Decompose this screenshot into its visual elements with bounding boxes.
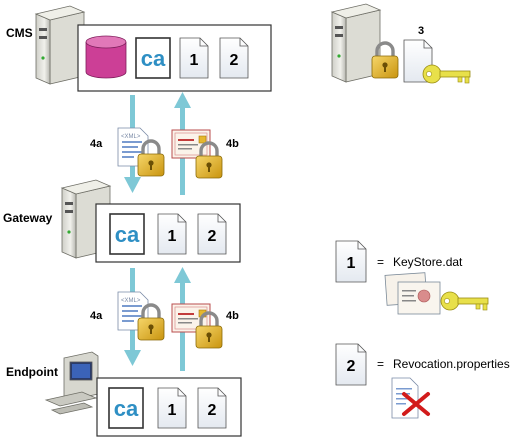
gateway-ca-logo-icon <box>109 213 145 255</box>
cms-doc-1-icon <box>179 37 209 79</box>
cms-doc-2-icon <box>219 37 249 79</box>
endpoint-doc-2-icon <box>197 387 227 429</box>
cms-ca-logo-text: ca <box>141 46 166 71</box>
endpoint-doc-1-number: 1 <box>168 402 177 419</box>
legend-1-name: KeyStore.dat <box>393 255 463 269</box>
revoked-x-icon <box>402 392 430 416</box>
gateway-doc-2-icon <box>197 213 227 255</box>
flow-label-4b-upper: 4b <box>226 138 239 150</box>
endpoint-ca-logo-icon <box>108 387 144 429</box>
keystore-certificates-icon <box>384 272 441 315</box>
xml-tag-upper: <XML> <box>121 134 141 140</box>
legend-2-name: Revocation.properties <box>393 357 510 371</box>
endpoint-doc-2-number: 2 <box>208 402 217 419</box>
cms-ca-logo-icon <box>135 37 171 79</box>
endpoint-computer-icon <box>44 351 99 415</box>
cms-doc-2-number: 2 <box>230 52 239 69</box>
legend-doc-1-icon <box>335 240 367 283</box>
xml-tag-lower: <XML> <box>121 298 141 304</box>
gateway-doc-2-number: 2 <box>208 228 217 245</box>
cms-label: CMS <box>6 26 33 40</box>
lock-icon-xml-lower <box>136 303 166 342</box>
flow-label-4a-lower: 4a <box>90 310 103 322</box>
legend-doc-2-icon <box>335 343 367 386</box>
endpoint-doc-1-icon <box>157 387 187 429</box>
endpoint-ca-logo-text: ca <box>114 396 139 421</box>
gateway-doc-1-icon <box>157 213 187 255</box>
cms-server-icon <box>35 5 85 85</box>
step-3-label: 3 <box>418 25 425 37</box>
keystore-key-icon <box>440 291 489 311</box>
legend-doc-2-number: 2 <box>347 358 356 375</box>
step3-key-icon <box>422 64 471 84</box>
legend-doc-1-number: 1 <box>347 255 356 272</box>
flow-label-4a-upper: 4a <box>90 138 103 150</box>
gateway-ca-logo-text: ca <box>115 222 140 247</box>
lock-icon-xml-upper <box>136 139 166 178</box>
step3-lock-icon <box>370 41 400 80</box>
gateway-label: Gateway <box>3 211 53 225</box>
cms-doc-1-number: 1 <box>190 52 199 69</box>
gateway-doc-1-number: 1 <box>168 228 177 245</box>
flow-label-4b-lower: 4b <box>226 310 239 322</box>
endpoint-label: Endpoint <box>6 365 58 379</box>
legend-2-equals: = <box>377 357 385 371</box>
database-icon <box>85 35 127 79</box>
legend-1-equals: = <box>377 255 385 269</box>
